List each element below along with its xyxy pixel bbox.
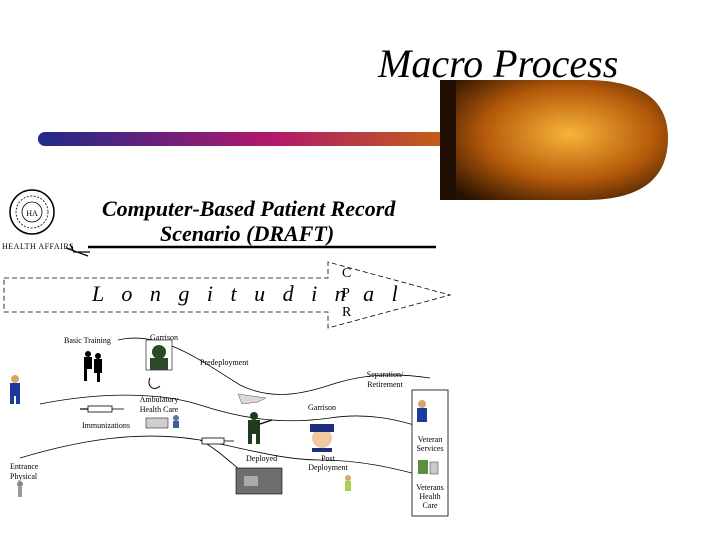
stage-post-line1: Post: [321, 454, 335, 463]
stethoscope-icon: [148, 377, 161, 389]
stage-ambulatory-line2: Health Care: [139, 405, 179, 414]
lifeline-curve-low: [19, 435, 431, 479]
recruit-person-icon: [10, 375, 20, 404]
health-affairs-seal: HA: [9, 189, 55, 235]
stage-immunizations: Immunizations: [82, 421, 130, 430]
stage-predeployment: Predeployment: [200, 358, 249, 367]
stage-garrison-top: Garrison: [150, 333, 178, 342]
stage-veterans-health-line2: Health: [419, 492, 441, 501]
doctor-entrance-icon: [17, 481, 23, 497]
navy-officer-icon: [310, 424, 334, 452]
lifeline-curve-connector: [199, 439, 241, 471]
aircraft-icon: [237, 393, 267, 405]
bullet-base: [440, 80, 456, 200]
garrison-officer-icon: [145, 339, 173, 371]
bullet-shape: [448, 80, 668, 200]
slide-title: Macro Process: [378, 41, 619, 86]
scenario-title-line2: Scenario (DRAFT): [160, 221, 335, 246]
cpr-letter-c: C: [342, 266, 352, 281]
stage-entrance-line1: Entrance: [10, 462, 39, 471]
seal-text: HA: [26, 209, 38, 218]
syringe-2-icon: [201, 437, 234, 445]
veteran-care-icon: [418, 460, 439, 475]
stage-entrance-line2: Physical: [10, 472, 38, 481]
veteran-person-icon: [417, 400, 427, 422]
scenario-title-line1: Computer-Based Patient Record: [102, 196, 396, 221]
longitudinal-label: L o n g i t u d i n a l: [92, 281, 404, 306]
field-hospital-icon: [235, 467, 283, 495]
stage-veteran-services-line2: Services: [416, 444, 444, 453]
stage-deployed: Deployed: [246, 454, 278, 463]
stage-separation: Separation/ Retirement: [366, 370, 404, 389]
pen-icon: [65, 243, 90, 257]
post-deployment-person-icon: [345, 475, 351, 491]
lifeline-curve-top: [117, 337, 431, 395]
cpr-letter-p: P: [342, 286, 350, 301]
cpr-letter-r: R: [342, 305, 352, 320]
syringe-icon: [80, 405, 124, 413]
stage-ambulatory-line1: Ambulatory: [139, 395, 179, 404]
stage-veterans-health-line1: Veterans: [416, 483, 444, 492]
stage-post-line2: Deployment: [308, 463, 348, 472]
stage-veterans-health-line3: Care: [422, 501, 438, 510]
training-soldiers-icon: [84, 351, 102, 382]
seal-label: HEALTH AFFAIRS: [2, 242, 75, 251]
stage-garrison-mid: Garrison: [308, 403, 336, 412]
stage-basic-training: Basic Training: [64, 336, 111, 345]
deployed-soldier-icon: [248, 412, 273, 444]
gradient-bar: [38, 132, 458, 146]
stage-veteran-services-line1: Veteran: [417, 435, 443, 444]
longitudinal-arrow: [3, 261, 452, 329]
ambulatory-care-icon: [145, 415, 179, 429]
